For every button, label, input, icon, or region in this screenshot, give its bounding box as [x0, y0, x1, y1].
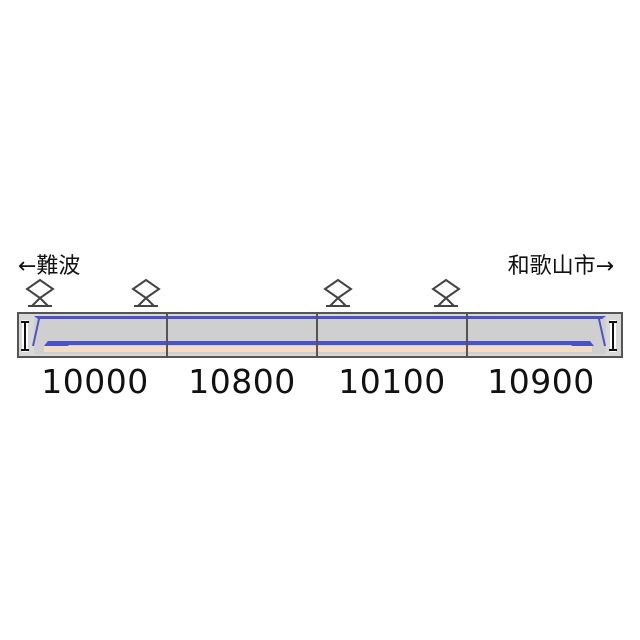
direction-right-label: 和歌山市→ [507, 254, 614, 279]
car-number-label: 10800 [188, 362, 296, 401]
car-10100 [318, 316, 466, 354]
car-10000 [21, 316, 166, 354]
coupler-icon [21, 320, 29, 352]
pantograph-icon [323, 278, 353, 307]
car-10900 [468, 316, 617, 354]
pantograph-icon [431, 278, 461, 307]
car-number-label: 10900 [487, 362, 595, 401]
coupler-icon [609, 320, 617, 352]
direction-left-label: ←難波 [18, 254, 81, 279]
pantograph-icon [25, 278, 55, 307]
car-number-label: 10100 [338, 362, 446, 401]
car-10800 [168, 316, 316, 354]
car-number-label: 10000 [41, 362, 149, 401]
pantograph-icon [131, 278, 161, 307]
pantographs [25, 278, 461, 307]
